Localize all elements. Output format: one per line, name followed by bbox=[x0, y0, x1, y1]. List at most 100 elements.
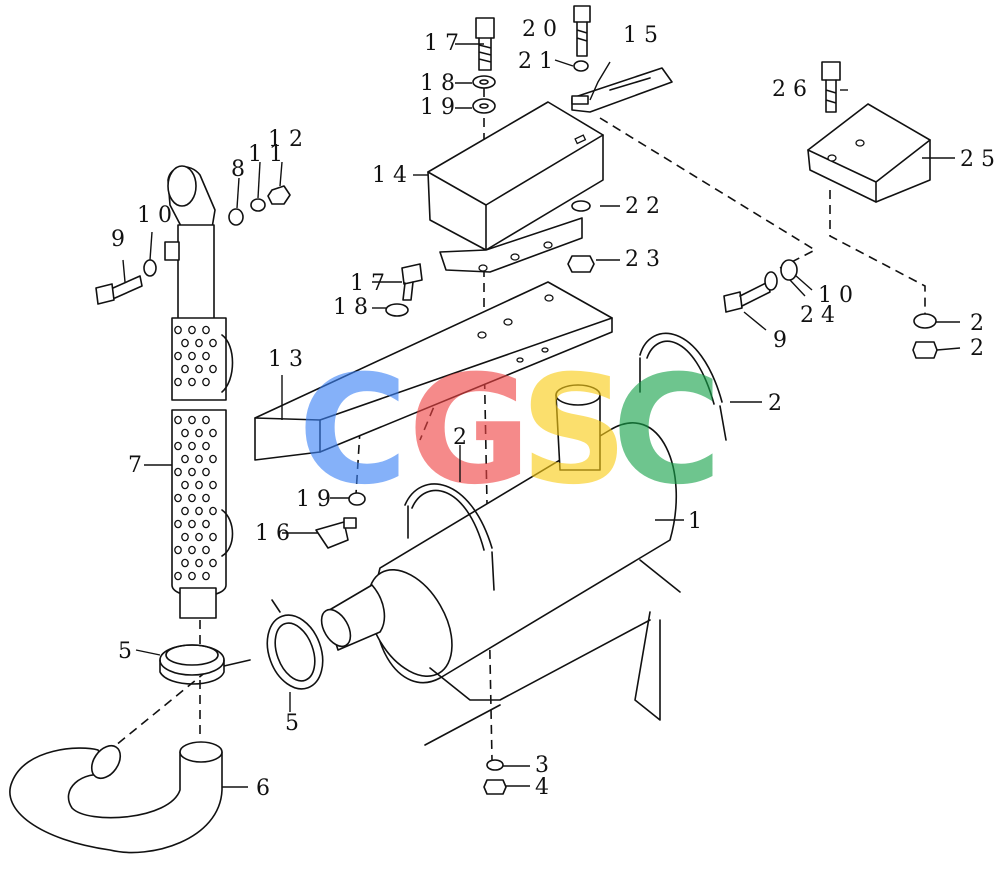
callout-22: 22 bbox=[625, 194, 667, 219]
perforation-hole bbox=[202, 571, 210, 581]
perforation-hole bbox=[195, 454, 203, 464]
perforation-hole bbox=[188, 415, 196, 425]
callout-26: 26 bbox=[772, 77, 814, 102]
fasteners bbox=[95, 5, 938, 795]
perforation-hole bbox=[202, 377, 210, 387]
callout-25: 25 bbox=[960, 147, 1000, 172]
perforation-hole bbox=[188, 493, 196, 503]
perforation-hole bbox=[209, 480, 217, 490]
perforation-hole bbox=[181, 480, 189, 490]
callout-4: 4 bbox=[535, 775, 556, 800]
perforation-hole bbox=[202, 519, 210, 529]
perforation-hole bbox=[174, 325, 182, 335]
callout-2: 2 bbox=[970, 336, 991, 361]
perforation-hole bbox=[188, 441, 196, 451]
perforation-hole bbox=[195, 338, 203, 348]
perforation-hole bbox=[181, 532, 189, 542]
callout-2: 2 bbox=[453, 425, 474, 450]
callout-6: 6 bbox=[256, 776, 277, 801]
callout-labels: 1 2 2 2 2 3 4 5 5 6 7 8 9 9 10 10 11 12 … bbox=[111, 17, 1000, 801]
callout-1: 1 bbox=[688, 509, 709, 534]
callout-18: 18 bbox=[333, 295, 375, 320]
perforation-hole bbox=[181, 454, 189, 464]
perforation-hole bbox=[181, 428, 189, 438]
perforation-hole bbox=[195, 506, 203, 516]
callout-17: 17 bbox=[350, 271, 392, 296]
perforation-hole bbox=[202, 545, 210, 555]
perforation-hole bbox=[174, 351, 182, 361]
callout-20: 20 bbox=[522, 17, 564, 42]
callout-12: 12 bbox=[268, 127, 310, 152]
perforation-hole bbox=[181, 558, 189, 568]
watermark-letter: G bbox=[408, 344, 531, 518]
perforation-hole bbox=[188, 519, 196, 529]
perforation-hole bbox=[174, 467, 182, 477]
callout-5: 5 bbox=[118, 639, 139, 664]
callout-7: 7 bbox=[128, 453, 149, 478]
perforation-hole bbox=[188, 545, 196, 555]
callout-15: 15 bbox=[623, 23, 665, 48]
callout-11: 11 bbox=[248, 142, 290, 167]
callout-13: 13 bbox=[268, 347, 310, 372]
perforation-hole bbox=[174, 571, 182, 581]
perforation-hole bbox=[181, 338, 189, 348]
perforation-hole bbox=[209, 532, 217, 542]
perforation-hole bbox=[209, 428, 217, 438]
callout-3: 3 bbox=[535, 753, 556, 778]
perforation-hole bbox=[188, 377, 196, 387]
callout-leaders bbox=[122, 43, 961, 788]
heat-shield-cover bbox=[427, 101, 604, 273]
callout-16: 16 bbox=[255, 521, 297, 546]
callout-10: 10 bbox=[137, 203, 179, 228]
callout-19: 19 bbox=[296, 487, 338, 512]
callout-9: 9 bbox=[773, 328, 794, 353]
perforation-hole bbox=[202, 351, 210, 361]
callout-9: 9 bbox=[111, 227, 132, 252]
callout-21: 21 bbox=[518, 49, 560, 74]
perforation-hole bbox=[181, 506, 189, 516]
perforation-hole bbox=[195, 480, 203, 490]
perforation-hole bbox=[209, 364, 217, 374]
callout-8: 8 bbox=[231, 157, 252, 182]
perforation-hole bbox=[174, 415, 182, 425]
watermark-letter: S bbox=[520, 344, 628, 518]
perforation-hole bbox=[188, 325, 196, 335]
perforation-hole bbox=[202, 325, 210, 335]
perforation-hole bbox=[209, 506, 217, 516]
perforation-holes bbox=[174, 325, 217, 581]
perforation-hole bbox=[174, 377, 182, 387]
callout-14: 14 bbox=[372, 163, 414, 188]
perforation-hole bbox=[195, 558, 203, 568]
callout-19: 19 bbox=[420, 95, 462, 120]
callout-2: 2 bbox=[768, 391, 789, 416]
callout-10: 10 bbox=[818, 283, 860, 308]
callout-17: 17 bbox=[424, 31, 466, 56]
watermark-letter: C bbox=[298, 344, 408, 518]
perforation-hole bbox=[174, 519, 182, 529]
perforation-hole bbox=[202, 467, 210, 477]
mounting-plate bbox=[254, 281, 613, 461]
perforation-hole bbox=[202, 441, 210, 451]
perforation-hole bbox=[195, 428, 203, 438]
angle-bracket bbox=[807, 103, 931, 203]
perforation-hole bbox=[188, 467, 196, 477]
callout-23: 23 bbox=[625, 247, 667, 272]
watermark-letter: C bbox=[612, 344, 722, 518]
perforation-hole bbox=[195, 364, 203, 374]
perforation-hole bbox=[209, 338, 217, 348]
perforation-hole bbox=[181, 364, 189, 374]
callout-5: 5 bbox=[285, 711, 306, 736]
perforation-hole bbox=[195, 532, 203, 542]
u-bolt-clamps bbox=[404, 332, 727, 591]
perforation-hole bbox=[188, 351, 196, 361]
perforation-hole bbox=[174, 441, 182, 451]
callout-24: 24 bbox=[800, 303, 842, 328]
perforation-hole bbox=[209, 558, 217, 568]
elbow-pipe bbox=[9, 741, 223, 854]
perforation-hole bbox=[188, 571, 196, 581]
callout-2: 2 bbox=[970, 311, 991, 336]
perforation-hole bbox=[174, 545, 182, 555]
perforation-hole bbox=[202, 415, 210, 425]
